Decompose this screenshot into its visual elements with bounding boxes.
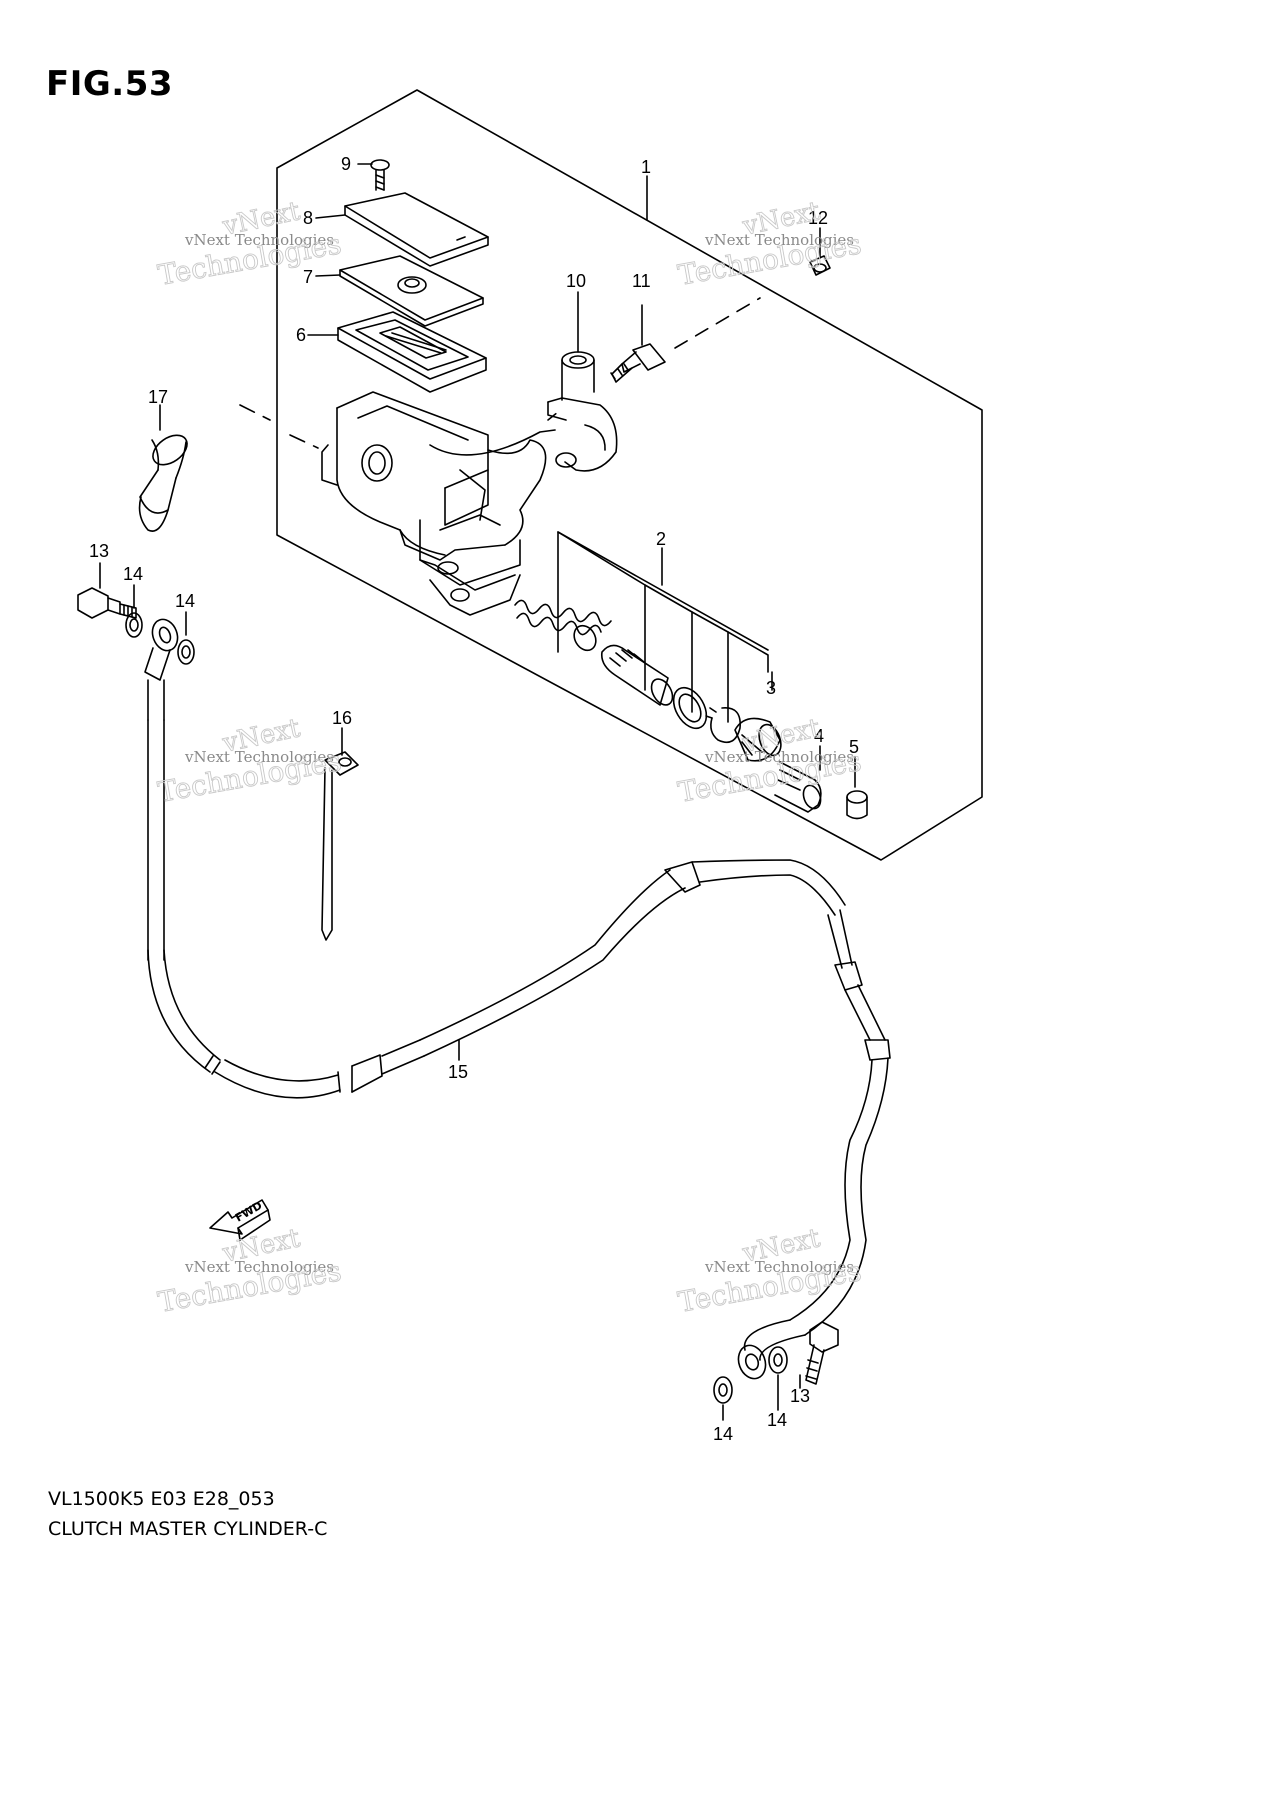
part-14-washer-lower-b (768, 1346, 788, 1411)
svg-text:vNext Technologies: vNext Technologies (704, 1258, 854, 1276)
svg-text:vNext Technologies: vNext Technologies (184, 231, 334, 249)
callout-5: 5 (849, 737, 859, 757)
callout-17: 17 (148, 387, 168, 407)
part-16-cable-tie (321, 727, 359, 941)
part-15-clutch-hose (144, 618, 891, 1380)
svg-text:vNext Technologies: vNext Technologies (704, 231, 854, 249)
assembly-boundary (276, 89, 983, 861)
part-12-screw (809, 227, 831, 276)
callout-7: 7 (303, 267, 313, 287)
callout-15: 15 (448, 1062, 468, 1082)
part-8-reservoir-cap (315, 192, 489, 267)
part-17-boot (138, 404, 188, 532)
watermark-3: vNext vNext Technologies Technologies (155, 713, 344, 810)
part-6-diaphragm (307, 311, 487, 393)
part-5-bushing (846, 756, 868, 820)
part-10-holder (547, 291, 618, 472)
figure-name: CLUTCH MASTER CYLINDER-C (48, 1518, 328, 1540)
callout-13-lower: 13 (790, 1386, 810, 1406)
watermark-2: vNext vNext Technologies Technologies (675, 196, 864, 293)
part-7-plate (315, 255, 484, 327)
fwd-arrow-marker (209, 1199, 271, 1241)
part-13-banjo-bolt-lower (799, 1321, 839, 1389)
svg-text:vNext Technologies: vNext Technologies (184, 748, 334, 766)
watermark-4: vNext vNext Technologies Technologies (675, 713, 864, 810)
callout-10: 10 (566, 271, 586, 291)
callout-6: 6 (296, 325, 306, 345)
figure-title: FIG.53 (46, 64, 174, 104)
part-2-piston-kit (514, 531, 769, 744)
callout-1: 1 (641, 157, 651, 177)
master-cylinder-body (239, 391, 559, 616)
watermark-1: vNext vNext Technologies Technologies (155, 196, 344, 293)
part-3-plug (734, 671, 782, 762)
callout-9: 9 (341, 154, 351, 174)
svg-text:vNext Technologies: vNext Technologies (704, 748, 854, 766)
callout-2: 2 (656, 529, 666, 549)
watermark-5: vNext vNext Technologies Technologies (155, 1223, 344, 1320)
part-14-washer-upper-a (125, 584, 143, 638)
part-14-washer-upper-b (177, 611, 195, 665)
callout-8: 8 (303, 208, 313, 228)
callout-11: 11 (632, 271, 651, 291)
callout-12: 12 (808, 208, 828, 228)
callout-14-upper-b: 14 (175, 591, 195, 611)
part-4-pin (774, 745, 822, 813)
callout-13-upper: 13 (89, 541, 109, 561)
callout-14-lower-b: 14 (767, 1410, 787, 1430)
model-code: VL1500K5 E03 E28_053 (48, 1488, 275, 1510)
part-11-bolt (610, 297, 761, 383)
callout-16: 16 (332, 708, 352, 728)
part-14-washer-lower-a (713, 1376, 733, 1421)
watermark-6: vNext vNext Technologies Technologies (675, 1223, 864, 1320)
svg-text:vNext Technologies: vNext Technologies (184, 1258, 334, 1276)
callout-14-upper-a: 14 (123, 564, 143, 584)
callout-14-lower-a: 14 (713, 1424, 733, 1444)
callout-4: 4 (814, 726, 824, 746)
part-9-screw (357, 159, 390, 191)
callout-3: 3 (766, 678, 776, 698)
